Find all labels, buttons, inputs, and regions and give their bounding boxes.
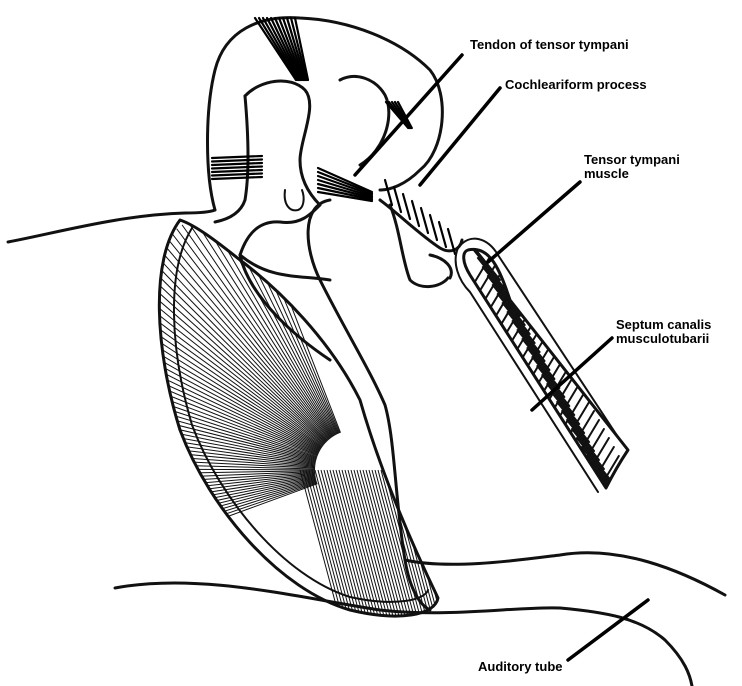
label-septum-line1: Septum canalis <box>616 318 711 332</box>
leader-tensor-muscle <box>488 182 580 262</box>
malleus-handle <box>240 81 330 360</box>
malleus-lateral <box>215 96 248 222</box>
malleus-notch <box>285 190 304 210</box>
label-auditory-tube: Auditory tube <box>478 660 563 674</box>
leader-tendon <box>355 55 462 175</box>
tensor-tympani-muscle <box>456 239 634 533</box>
tendon-fibers-top <box>255 18 308 80</box>
label-tensor-line2: muscle <box>584 167 680 181</box>
tympanic-membrane <box>55 190 460 620</box>
auditory-tube-wall <box>405 553 725 595</box>
label-septum-canalis: Septum canalis musculotubarii <box>616 318 711 346</box>
leader-cochleariform <box>420 88 500 185</box>
label-tensor-tympani-muscle: Tensor tympani muscle <box>584 153 680 181</box>
tendon-fibers-mid <box>318 168 372 201</box>
label-tendon-of-tensor-tympani: Tendon of tensor tympani <box>470 38 629 52</box>
incus-body <box>340 76 389 165</box>
tendon-fibers-left <box>212 156 262 179</box>
label-tensor-line1: Tensor tympani <box>584 153 680 167</box>
label-septum-line2: musculotubarii <box>616 332 711 346</box>
upper-wall-line <box>8 210 215 242</box>
label-cochleariform-process: Cochleariform process <box>505 78 647 92</box>
cochleariform-tip <box>430 255 451 278</box>
